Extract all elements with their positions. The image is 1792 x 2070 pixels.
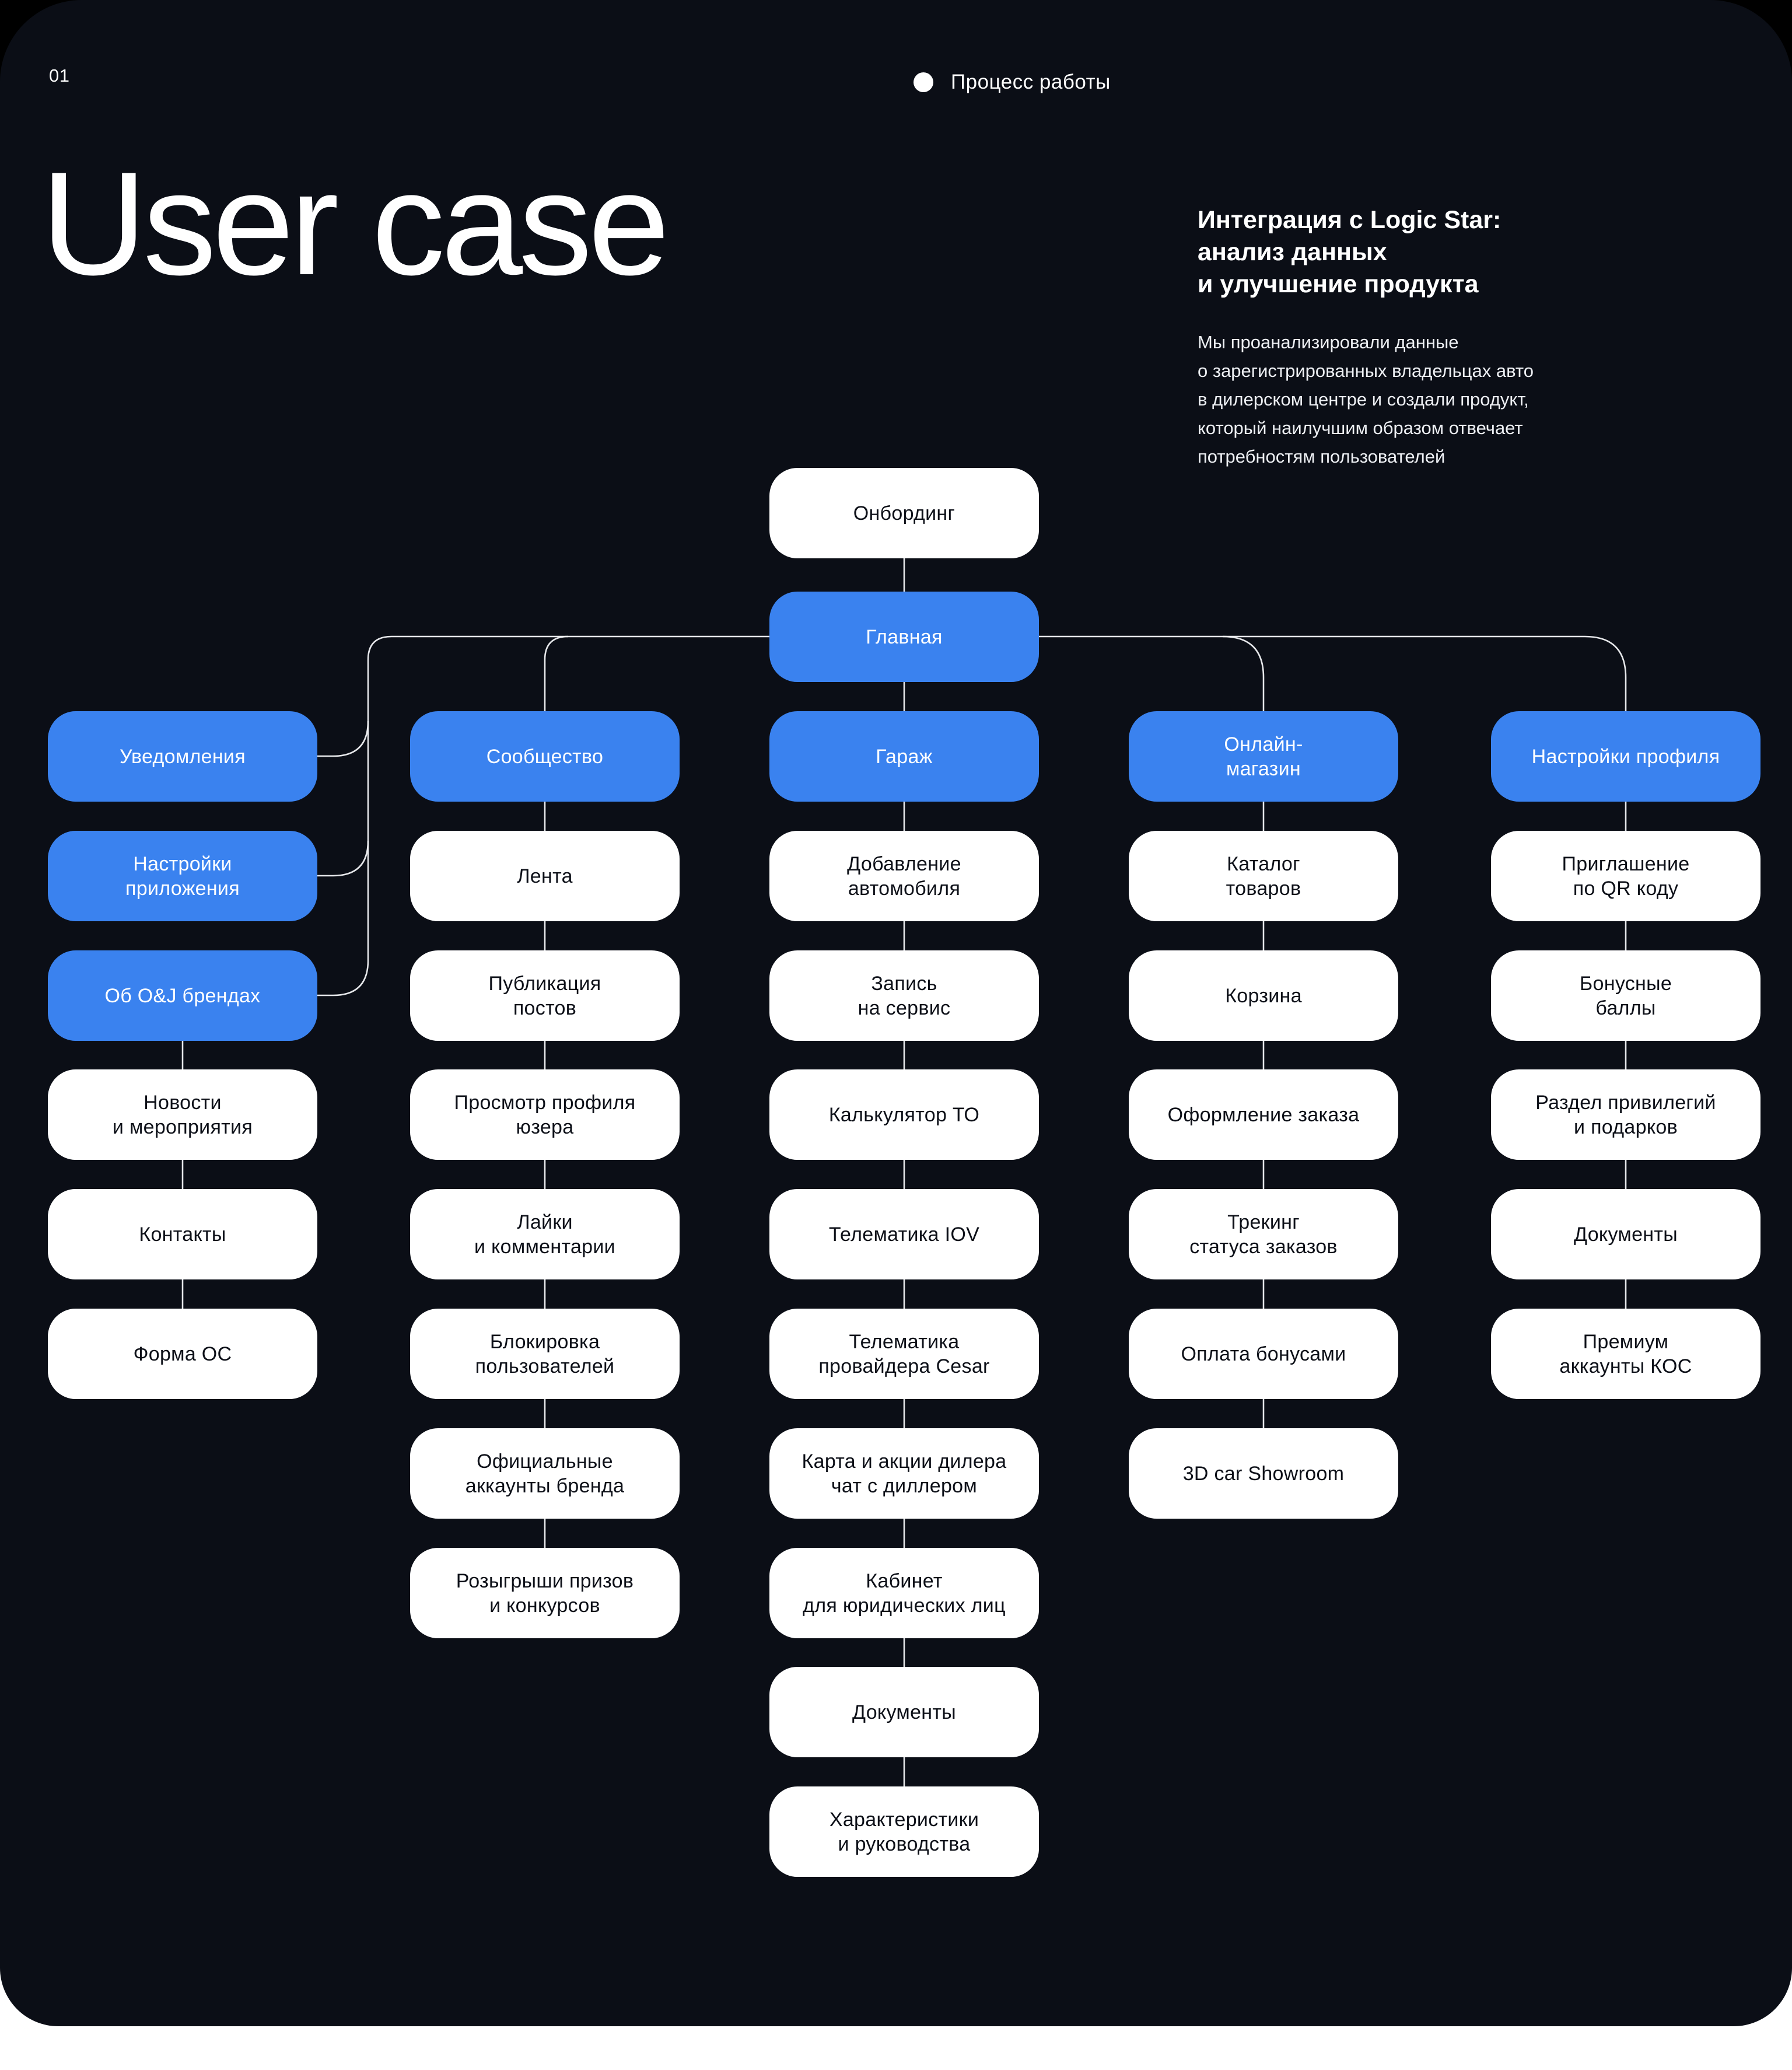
intro-body: Мы проанализировали данные о зарегистрир…: [1198, 332, 1534, 467]
node-profile-settings: Настройки профиля: [1491, 711, 1760, 802]
node-news-events: Новости и мероприятия: [48, 1069, 317, 1160]
node-specs-manuals: Характеристики и руководства: [769, 1786, 1039, 1877]
node-service-booking: Запись на сервис: [769, 950, 1039, 1041]
node-documents: Документы: [769, 1667, 1039, 1757]
intro-heading: Интеграция с Logic Star: анализ данных и…: [1198, 206, 1502, 298]
node-bonus-payment: Оплата бонусами: [1129, 1309, 1398, 1399]
node-home: Главная: [769, 592, 1039, 682]
node-feed: Лента: [410, 831, 680, 921]
slide-title: User case: [41, 142, 670, 306]
node-app-settings: Настройки приложения: [48, 831, 317, 921]
section-label: Процесс работы: [914, 71, 1111, 94]
node-telematics-iov: Телематика IOV: [769, 1189, 1039, 1279]
node-onboarding: Онбординг: [769, 468, 1039, 558]
node-dealer-map-chat: Карта и акции дилера чат с диллером: [769, 1428, 1039, 1519]
node-prize-draws: Розыгрыши призов и конкурсов: [410, 1548, 680, 1638]
node-qr-invite: Приглашение по QR коду: [1491, 831, 1760, 921]
connector-branch-left: [317, 635, 769, 996]
node-privileges-gifts: Раздел привилегий и подарков: [1491, 1069, 1760, 1160]
section-label-text: Процесс работы: [951, 71, 1111, 93]
node-online-store: Онлайн- магазин: [1129, 711, 1398, 802]
node-notifications: Уведомления: [48, 711, 317, 802]
node-oj-brands: Об O&J брендах: [48, 950, 317, 1041]
node-bonus-points: Бонусные баллы: [1491, 950, 1760, 1041]
node-order-tracking: Трекинг статуса заказов: [1129, 1189, 1398, 1279]
node-garage: Гараж: [769, 711, 1039, 802]
node-user-blocking: Блокировка пользователей: [410, 1309, 680, 1399]
connector-branch-app-settings: [317, 840, 369, 877]
connector-branch-notifications: [317, 721, 369, 757]
node-product-catalog: Каталог товаров: [1129, 831, 1398, 921]
connector-branch-right: [1039, 635, 1627, 711]
node-post-publishing: Публикация постов: [410, 950, 680, 1041]
node-feedback-form: Форма ОС: [48, 1309, 317, 1399]
node-add-car: Добавление автомобиля: [769, 831, 1039, 921]
node-likes-comments: Лайки и комментарии: [410, 1189, 680, 1279]
bullet-dot-icon: [914, 72, 933, 92]
node-maintenance-calculator: Калькулятор ТО: [769, 1069, 1039, 1160]
page-number: 01: [49, 65, 70, 86]
node-legal-entities-cabinet: Кабинет для юридических лиц: [769, 1548, 1039, 1638]
node-premium-accounts: Премиум аккаунты КОС: [1491, 1309, 1760, 1399]
node-telematics-cesar: Телематика провайдера Cesar: [769, 1309, 1039, 1399]
node-checkout: Оформление заказа: [1129, 1069, 1398, 1160]
flow-connectors: [181, 558, 1627, 1786]
node-community: Сообщество: [410, 711, 680, 802]
node-user-profile-view: Просмотр профиля юзера: [410, 1069, 680, 1160]
connector-branch-online-store: [1222, 635, 1265, 711]
node-3d-car-showroom: 3D car Showroom: [1129, 1428, 1398, 1519]
node-official-brand-accounts: Официальные аккаунты бренда: [410, 1428, 680, 1519]
node-cart: Корзина: [1129, 950, 1398, 1041]
slide-background: 01 Процесс работы User case Интеграция с…: [0, 0, 1792, 2026]
node-contacts: Контакты: [48, 1189, 317, 1279]
node-documents-profile: Документы: [1491, 1189, 1760, 1279]
connector-branch-community: [544, 635, 569, 711]
